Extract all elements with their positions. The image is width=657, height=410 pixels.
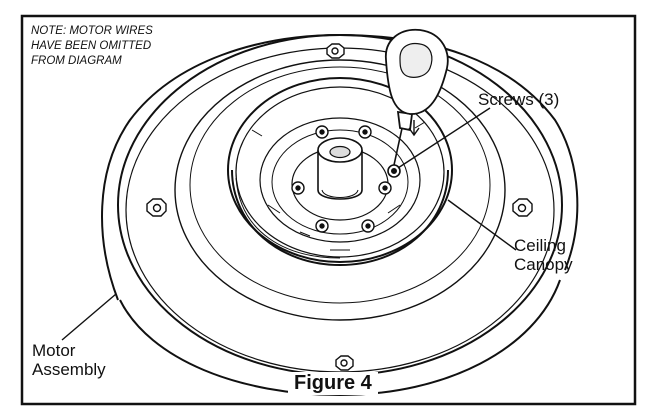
housing-bolt-left bbox=[146, 198, 167, 217]
canopy-screw-3 bbox=[291, 181, 305, 195]
leader-ceiling-canopy bbox=[447, 199, 517, 251]
housing-bolt-bottom bbox=[335, 355, 354, 371]
figure-caption: Figure 4 bbox=[288, 372, 378, 395]
diagram-note: NOTE: MOTOR WIRES HAVE BEEN OMITTED FROM… bbox=[31, 25, 153, 67]
label-motor-assembly: Motor Assembly bbox=[32, 341, 106, 379]
leader-screws bbox=[397, 107, 491, 169]
canopy-screw-2 bbox=[358, 125, 372, 139]
label-screws: Screws (3) bbox=[478, 90, 560, 109]
leader-motor-assembly bbox=[61, 293, 117, 341]
down-arrow-icon bbox=[408, 120, 420, 137]
housing-bolt-right bbox=[512, 198, 533, 217]
motor-housing bbox=[101, 33, 579, 396]
housing-bolt-top bbox=[326, 43, 345, 59]
target-screw bbox=[387, 164, 401, 178]
canopy-screw-5 bbox=[315, 219, 329, 233]
canopy-screw-6 bbox=[361, 219, 375, 233]
label-ceiling-canopy: Ceiling Canopy bbox=[514, 236, 573, 274]
leader-lines bbox=[61, 107, 517, 341]
canopy-screw-1 bbox=[315, 125, 329, 139]
center-hub bbox=[317, 137, 363, 200]
canopy-screw-4 bbox=[378, 181, 392, 195]
figure-border bbox=[20, 14, 637, 406]
screwdriver-icon bbox=[385, 28, 449, 166]
